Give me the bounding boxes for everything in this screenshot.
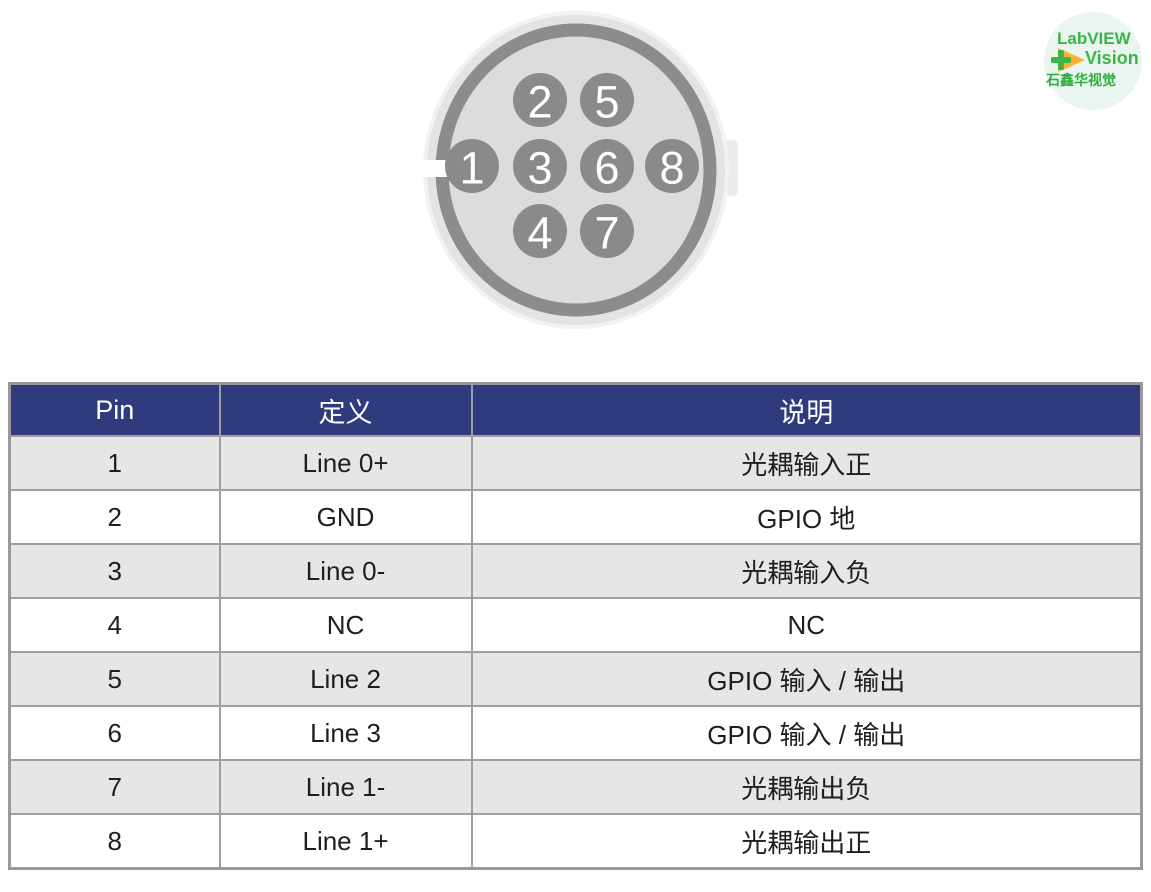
description-cell: GPIO 输入 / 输出 <box>470 705 1143 761</box>
pin-3-label: 3 <box>527 143 552 194</box>
description-cell: 光耦输入负 <box>470 543 1143 599</box>
pin-cell: 4 <box>8 597 221 653</box>
description-cell: 光耦输出正 <box>470 813 1143 870</box>
pin-6-label: 6 <box>594 143 619 194</box>
pin-2: 2 <box>513 73 567 128</box>
logo-text-vision: Vision <box>1085 48 1139 68</box>
connector-notch <box>418 160 453 177</box>
description-cell: GPIO 输入 / 输出 <box>470 651 1143 707</box>
pin-cell: 2 <box>8 489 221 545</box>
description-cell: GPIO 地 <box>470 489 1143 545</box>
pin-cell: 5 <box>8 651 221 707</box>
definition-cell: Line 3 <box>218 705 473 761</box>
table-row-pin2: 2 GND GPIO 地 <box>8 489 1143 545</box>
pin-8-label: 8 <box>659 143 684 194</box>
pin-cell: 8 <box>8 813 221 870</box>
pin-cell: 7 <box>8 759 221 815</box>
plus-icon <box>1051 50 1071 70</box>
pin-5-label: 5 <box>594 77 619 128</box>
logo-text-labview: LabVIEW <box>1057 29 1131 48</box>
pin-7-label: 7 <box>594 208 619 259</box>
definition-cell: Line 0+ <box>218 435 473 491</box>
connector-pinout-diagram: 1 2 3 4 5 6 7 8 <box>418 11 738 329</box>
pin-7: 7 <box>580 204 634 259</box>
definition-cell: NC <box>218 597 473 653</box>
description-cell: 光耦输入正 <box>470 435 1143 491</box>
description-cell: NC <box>470 597 1143 653</box>
definition-cell: Line 1+ <box>218 813 473 870</box>
table-row-pin4: 4 NC NC <box>8 597 1143 653</box>
header-row: Pin 定义 说明 <box>8 382 1143 437</box>
pin-5: 5 <box>580 73 634 128</box>
table-row-pin6: 6 Line 3 GPIO 输入 / 输出 <box>8 705 1143 761</box>
table-row-pin5: 5 Line 2 GPIO 输入 / 输出 <box>8 651 1143 707</box>
table-header-description: 说明 <box>470 382 1143 437</box>
pin-4-label: 4 <box>527 208 552 259</box>
pin-1-label: 1 <box>459 143 484 194</box>
pinout-table-header: Pin 定义 说明 <box>8 382 1143 437</box>
pin-cell: 3 <box>8 543 221 599</box>
table-row-pin8: 8 Line 1+ 光耦输出正 <box>8 813 1143 870</box>
definition-cell: Line 0- <box>218 543 473 599</box>
table-header-pin: Pin <box>8 382 221 437</box>
pin-2-label: 2 <box>527 77 552 128</box>
definition-cell: Line 1- <box>218 759 473 815</box>
play-plus-icon <box>1051 48 1085 72</box>
pin-6: 6 <box>580 139 634 194</box>
table-row-pin7: 7 Line 1- 光耦输出负 <box>8 759 1143 815</box>
definition-cell: Line 2 <box>218 651 473 707</box>
pin-cell: 1 <box>8 435 221 491</box>
pin-4: 4 <box>513 204 567 259</box>
description-cell: 光耦输出负 <box>470 759 1143 815</box>
logo-text-chinese: 石鑫华视觉 <box>1046 72 1116 88</box>
definition-cell: GND <box>218 489 473 545</box>
play-triangle-icon <box>1058 48 1085 72</box>
pinout-table-body: 1 Line 0+ 光耦输入正 2 GND GPIO 地 3 Line 0- 光… <box>8 435 1143 870</box>
pin-8: 8 <box>645 139 699 194</box>
pin-cell: 6 <box>8 705 221 761</box>
pin-3: 3 <box>513 139 567 194</box>
table-header-definition: 定义 <box>218 382 473 437</box>
table-row-pin1: 1 Line 0+ 光耦输入正 <box>8 435 1143 491</box>
pin-1: 1 <box>445 139 499 194</box>
pinout-table: Pin 定义 说明 1 Line 0+ 光耦输入正 2 GND GPIO 地 3… <box>8 382 1143 870</box>
table-row-pin3: 3 Line 0- 光耦输入负 <box>8 543 1143 599</box>
labview-vision-logo: LabVIEW Vision 石鑫华视觉 <box>1038 8 1151 112</box>
